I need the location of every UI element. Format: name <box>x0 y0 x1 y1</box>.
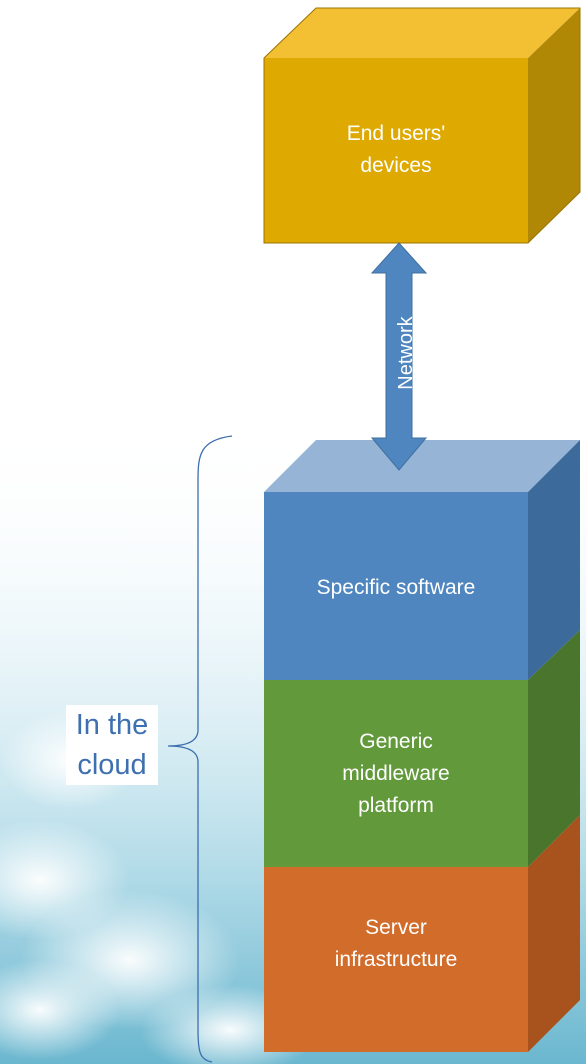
software-label: Specific software <box>316 576 476 599</box>
end-users-label: End users' devices <box>346 122 446 177</box>
network-label: Network <box>395 316 417 390</box>
middleware-box <box>264 630 580 867</box>
network-arrow <box>370 242 428 471</box>
infrastructure-label: Server infrastructure <box>334 916 458 971</box>
middleware-label: Generic middleware platform <box>342 730 450 817</box>
cloud-label: In the cloud <box>66 705 158 785</box>
infrastructure-box <box>264 815 580 1052</box>
end-users-box <box>263 7 581 244</box>
software-box <box>264 440 580 680</box>
cloud-brace <box>167 435 233 1063</box>
